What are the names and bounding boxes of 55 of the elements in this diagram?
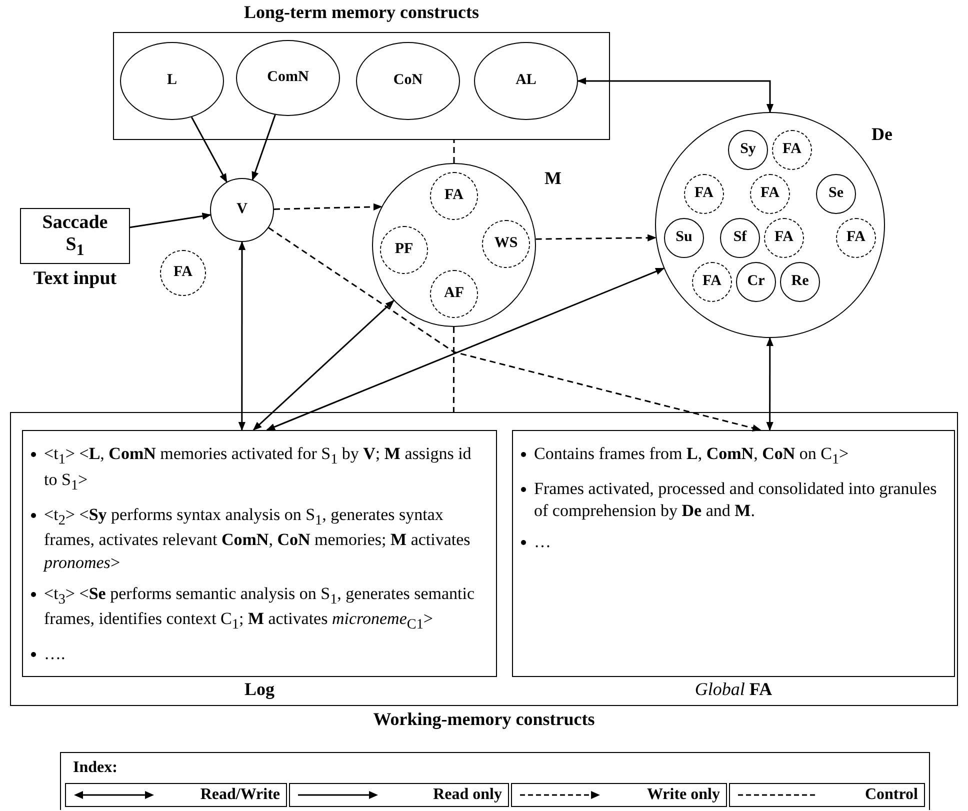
double-arrow (766, 337, 774, 431)
arrow (130, 212, 212, 228)
legend-title: Index: (73, 759, 118, 777)
frame-circle: FA (750, 174, 790, 214)
frame-circle: FA (160, 250, 206, 296)
connector-line (453, 140, 455, 163)
log-entry: <t$_{3}$> <Se performs semantic analysis on S$_{1}$, generates semantic frames, identifies context C$_{1}$; M activates microneme$_{C1}$> (44, 582, 476, 634)
arrow (536, 234, 657, 242)
module-circle: Sy (728, 130, 768, 170)
log-entry: <t$_{2}$> <Sy performs syntax analysis on S$_{1}$, generates syntax frames, activates relevant ComN, CoN memories; M activates pronomes> (44, 504, 472, 574)
memory-ellipse: CoN (356, 42, 460, 120)
frame-circle: WS (482, 220, 530, 268)
group-title: Working-memory constructs (372, 709, 596, 731)
log-entry: <t$_{1}$> <L, ComN memories activated for S$_{1}$ by V; M assigns id to S$_{1}$> (44, 443, 472, 495)
memory-ellipse: ComN (236, 40, 340, 116)
module-circle: Re (780, 262, 820, 302)
double-arrow (252, 300, 394, 431)
module-circle: Cr (736, 262, 776, 302)
legend-text: Control (864, 786, 918, 804)
input-box: Saccade S$_{1}$ (20, 208, 130, 264)
double-arrow (266, 268, 665, 431)
frame-circle: FA (836, 218, 876, 258)
frame-circle: AF (430, 270, 478, 318)
log-entry: Frames activated, processed and consolidated into granules of comprehension by De and M. (534, 478, 938, 522)
module-circle: Sf (720, 218, 760, 258)
connector-line (452, 327, 455, 412)
arrow (268, 227, 762, 432)
module-circle: Se (816, 174, 856, 214)
module-circle: V (210, 178, 274, 242)
log-entry: Contains frames from L, ComN, CoN on C$_{1}$> (534, 443, 849, 469)
legend-text: Write only (646, 786, 720, 804)
log-entry: …. (44, 643, 66, 666)
double-arrow (238, 241, 246, 431)
module-label: De (870, 124, 894, 146)
arrow (252, 114, 276, 181)
frame-circle: PF (380, 226, 428, 274)
legend-text: Read/Write (200, 786, 280, 804)
log-entry: … (534, 531, 551, 553)
memory-ellipse: L (120, 42, 224, 120)
arrow (274, 203, 382, 210)
frame-circle: FA (772, 130, 812, 170)
group-title: Long-term memory constructs (243, 2, 480, 24)
module-label: M (544, 168, 562, 190)
frame-circle: FA (684, 174, 724, 214)
double-arrow (577, 77, 774, 113)
frame-circle: FA (692, 262, 732, 302)
input-caption: Text input (32, 268, 118, 291)
legend-text: Read only (433, 786, 502, 804)
arrow (190, 116, 228, 183)
frame-circle: FA (764, 218, 804, 258)
panel-title: Global FA (694, 679, 774, 701)
memory-ellipse: AL (474, 42, 578, 120)
panel-title: Log (243, 679, 276, 701)
module-circle: Su (664, 218, 704, 258)
frame-circle: FA (430, 172, 478, 220)
